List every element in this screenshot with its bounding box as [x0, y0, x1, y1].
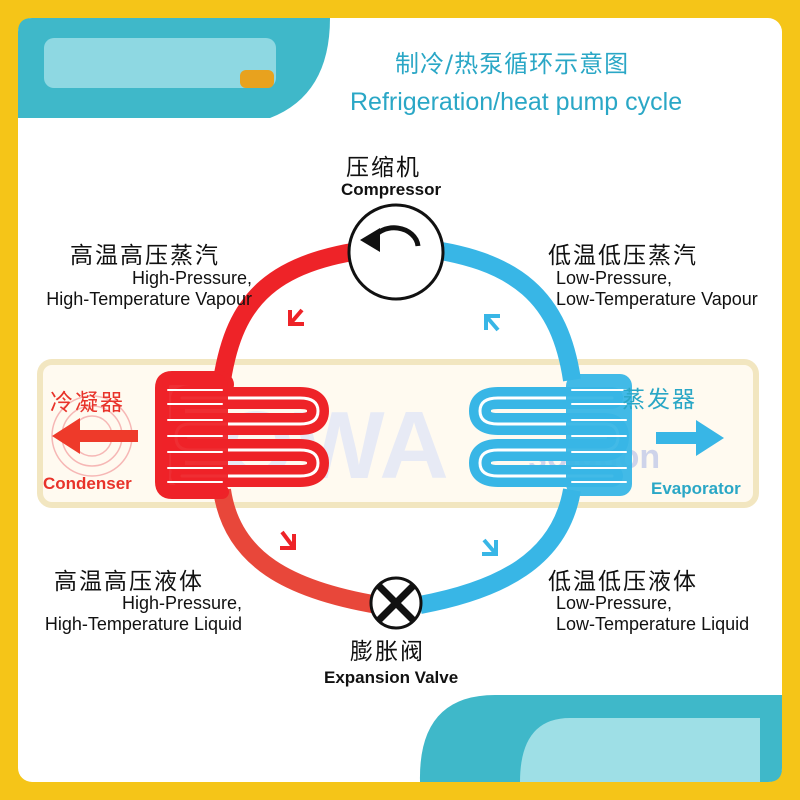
- evaporator-coil: [469, 374, 632, 496]
- flow-arrow-hot-liquid: [280, 530, 296, 550]
- condenser-label-en: Condenser: [43, 474, 132, 493]
- hp-vapour-label-zh: 高温高压蒸汽: [70, 243, 220, 269]
- expansion-valve-symbol: [369, 576, 423, 630]
- heat-out-arrow-icon: [51, 395, 138, 477]
- flow-arrow-cold-liquid: [482, 538, 498, 556]
- cold-vapour-pipe: [411, 238, 581, 382]
- compressor-label-en: Compressor: [341, 180, 442, 199]
- lp-liquid-label-en-1: Low-Pressure,: [556, 593, 673, 613]
- title-chinese: 制冷/热泵循环示意图: [395, 50, 630, 78]
- condenser-coil: [155, 371, 329, 499]
- lp-liquid-label-zh: 低温低压液体: [548, 569, 698, 595]
- evaporator-label-en: Evaporator: [651, 479, 741, 498]
- compressor-label-zh: 压缩机: [346, 155, 421, 181]
- compressor-symbol: [347, 203, 445, 301]
- expansion-valve-label-en: Expansion Valve: [324, 668, 459, 687]
- lp-liquid-label-en-2: Low-Temperature Liquid: [556, 614, 750, 634]
- flow-arrow-cold-vapour: [484, 314, 500, 332]
- condenser-label-zh: 冷凝器: [50, 390, 125, 416]
- flow-arrow-hot-vapour: [288, 308, 304, 326]
- hot-liquid-pipe: [213, 488, 380, 614]
- expansion-valve-label-zh: 膨胀阀: [350, 639, 425, 665]
- lp-vapour-label-zh: 低温低压蒸汽: [548, 243, 698, 269]
- cold-liquid-pipe: [418, 488, 581, 614]
- evaporator-label-zh: 蒸发器: [622, 387, 697, 413]
- hp-vapour-label-en-2: High-Temperature Vapour: [46, 289, 252, 309]
- hp-liquid-label-en-2: High-Temperature Liquid: [44, 614, 242, 634]
- title-english: Refrigeration/heat pump cycle: [350, 88, 683, 116]
- lp-vapour-label-en-1: Low-Pressure,: [556, 268, 673, 288]
- hp-vapour-label-en-1: High-Pressure,: [131, 268, 252, 288]
- lp-vapour-label-en-2: Low-Temperature Vapour: [556, 289, 758, 309]
- hp-liquid-label-en-1: High-Pressure,: [121, 593, 242, 613]
- hp-liquid-label-zh: 高温高压液体: [54, 569, 204, 595]
- heat-in-arrow-icon: [656, 420, 724, 456]
